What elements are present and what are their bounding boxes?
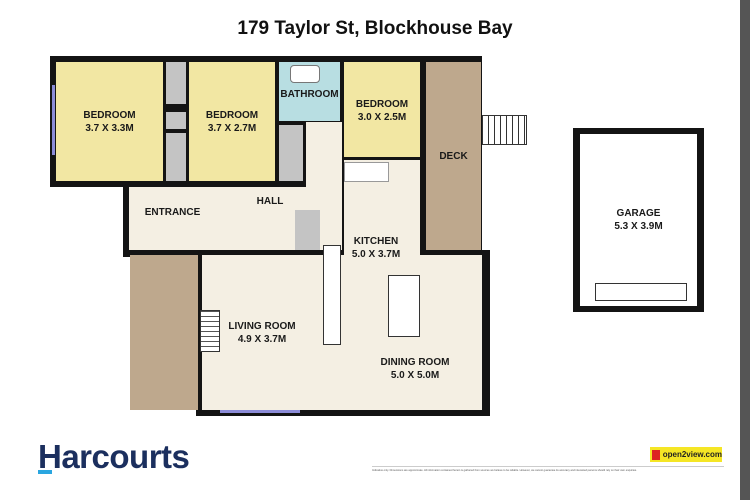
stairs: [482, 115, 527, 145]
hall-label: HALL: [256, 195, 284, 207]
fireplace: [200, 310, 220, 352]
deck-left: [130, 255, 198, 410]
page-title: 179 Taylor St, Blockhouse Bay: [237, 18, 513, 39]
window: [220, 410, 300, 413]
room-label: DINING ROOM: [380, 357, 450, 368]
closet: [279, 125, 303, 181]
room-size: 4.9 X 3.7M: [237, 333, 287, 345]
room-kitchen: KITCHEN 5.0 X 3.7M: [345, 234, 407, 262]
room-size: 5.3 X 3.9M: [614, 221, 663, 232]
page-edge: [740, 0, 750, 500]
garage-door: [595, 283, 687, 301]
room-label: LIVING ROOM: [228, 320, 296, 332]
room-bedroom-3: BEDROOM 3.0 X 2.5M: [344, 62, 420, 157]
open2view-badge: open2view.com: [650, 447, 722, 462]
room-size: 3.7 X 3.3M: [85, 122, 134, 134]
closet: [166, 133, 186, 181]
room-label: BATHROOM: [280, 89, 339, 100]
room-label: BEDROOM: [355, 99, 409, 110]
badge-text: open2view.com: [662, 450, 722, 459]
closet: [295, 210, 320, 250]
entrance-label: ENTRANCE: [144, 206, 201, 218]
room-label: GARAGE: [616, 208, 661, 219]
room-size: 5.0 X 5.0M: [390, 370, 440, 381]
kitchen-island: [388, 275, 420, 337]
kitchen-counter: [323, 245, 341, 345]
disclaimer: Indicative only. Dimensions are approxim…: [372, 466, 724, 472]
window: [52, 85, 55, 155]
harcourts-logo: Harcourts: [38, 438, 190, 475]
room-label: BEDROOM: [205, 109, 259, 121]
bathtub-icon: [290, 65, 320, 83]
room-size: 3.0 X 2.5M: [357, 112, 407, 123]
room-label: DECK: [439, 150, 468, 162]
room-dining: DINING ROOM 5.0 X 5.0M: [370, 355, 460, 383]
room-size: 3.7 X 2.7M: [207, 122, 257, 134]
room-label: KITCHEN: [353, 236, 399, 247]
closet: [166, 62, 186, 104]
logo-accent: [38, 470, 52, 474]
open2view-icon: [652, 449, 660, 460]
room-garage: GARAGE 5.3 X 3.9M: [580, 134, 697, 306]
room-size: 5.0 X 3.7M: [351, 249, 401, 260]
kitchen-bench: [344, 162, 389, 182]
deck: DECK: [426, 62, 481, 250]
hallway: [306, 122, 342, 187]
closet: [166, 112, 186, 129]
room-label: BEDROOM: [83, 109, 136, 121]
